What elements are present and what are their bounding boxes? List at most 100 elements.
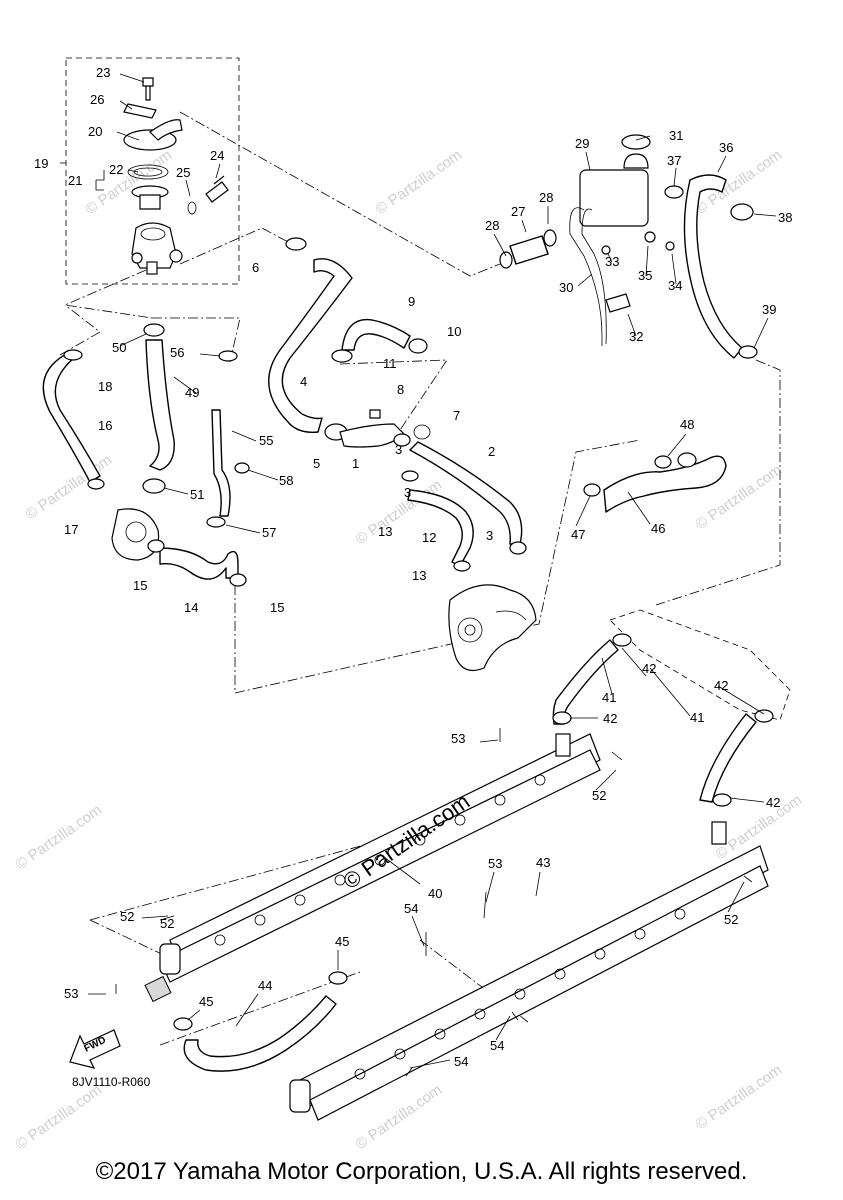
part-label: 52 xyxy=(120,909,134,924)
clamp-17 xyxy=(87,478,105,490)
fwd-arrow-icon xyxy=(69,1029,121,1069)
part-label: 2 xyxy=(488,444,495,459)
gasket-22 xyxy=(127,164,169,180)
part-label: 23 xyxy=(96,65,110,80)
clamp-58 xyxy=(234,462,250,474)
watermark-1: © Partzilla.com xyxy=(83,146,176,218)
hose-9 xyxy=(341,318,411,351)
part-label: 24 xyxy=(210,148,224,163)
radiator-neck-43 xyxy=(711,821,727,845)
part-label: 50 xyxy=(112,340,126,355)
watermark-9: © Partzilla.com xyxy=(13,1081,106,1153)
oring-25 xyxy=(187,201,197,215)
part-label: 53 xyxy=(64,986,78,1001)
upper-hoses xyxy=(42,237,537,671)
part-label: 11 xyxy=(383,356,397,371)
part-label: 34 xyxy=(668,278,682,293)
bolt-33 xyxy=(601,245,611,255)
clamp-39 xyxy=(738,345,758,359)
clamp-6 xyxy=(285,237,307,251)
part-labels: 1 2 3 3 3 4 5 6 7 8 9 10 11 12 13 13 14 … xyxy=(34,65,792,1069)
part-label: 12 xyxy=(422,530,436,545)
bolt-35 xyxy=(644,231,656,243)
radiator-43 xyxy=(299,845,769,1107)
hose-36 xyxy=(683,174,743,359)
hose-14 xyxy=(159,547,239,580)
fwd-arrow: FWD xyxy=(69,1029,121,1069)
clamp-3a xyxy=(393,433,411,447)
radiators xyxy=(115,609,791,1121)
part-label: 57 xyxy=(262,525,276,540)
clamp-57 xyxy=(206,516,226,528)
clamp-28a xyxy=(499,251,513,269)
part-label: 26 xyxy=(90,92,104,107)
part-label: 16 xyxy=(98,418,112,433)
part-label: 30 xyxy=(559,280,573,295)
part-label: 48 xyxy=(680,417,694,432)
part-label: 13 xyxy=(412,568,426,583)
watermark-11: © Partzilla.com xyxy=(693,1061,786,1133)
part-label: 10 xyxy=(447,324,461,339)
clamp-11 xyxy=(331,349,353,363)
part-label: 19 xyxy=(34,156,48,171)
part-label: 29 xyxy=(575,136,589,151)
part-label: 35 xyxy=(638,268,652,283)
copyright-notice: ©2017 Yamaha Motor Corporation, U.S.A. A… xyxy=(95,1158,748,1185)
part-label: 43 xyxy=(536,855,550,870)
part-label: 5 xyxy=(313,456,320,471)
hose-16 xyxy=(42,351,101,483)
part-label: 44 xyxy=(258,978,272,993)
part-label: 36 xyxy=(719,140,733,155)
part-label: 3 xyxy=(395,442,402,457)
part-label: 15 xyxy=(133,578,147,593)
clamp-15b xyxy=(229,573,247,587)
part-label: 25 xyxy=(176,165,190,180)
clamp-42b xyxy=(552,711,572,725)
clamp-45a xyxy=(173,1017,193,1031)
part-label: 39 xyxy=(762,302,776,317)
part-label: 54 xyxy=(490,1038,504,1053)
part-label: 40 xyxy=(428,886,442,901)
clamp-42a xyxy=(612,633,632,647)
part-label: 45 xyxy=(199,994,213,1009)
cap-31 xyxy=(621,134,651,150)
bracket-32 xyxy=(605,293,631,313)
part-label: 22 xyxy=(109,162,123,177)
clamp-48b xyxy=(677,452,697,468)
part-label: 49 xyxy=(185,385,199,400)
part-label: 42 xyxy=(714,678,728,693)
part-label: 32 xyxy=(629,329,643,344)
part-label: 15 xyxy=(270,600,284,615)
clamp-56 xyxy=(218,350,238,362)
part-label: 52 xyxy=(724,912,738,927)
sensor-24 xyxy=(205,175,229,203)
clamp-51 xyxy=(142,478,166,494)
part-label: 14 xyxy=(184,600,198,615)
clamp-15a xyxy=(147,539,165,553)
hose-12 xyxy=(407,489,474,567)
part-label: 28 xyxy=(485,218,499,233)
part-label: 31 xyxy=(669,128,683,143)
part-label: 53 xyxy=(488,856,502,871)
clip-26 xyxy=(123,103,157,119)
part-label: 56 xyxy=(170,345,184,360)
hose-49 xyxy=(145,339,175,471)
bolt-8 xyxy=(369,409,381,419)
clamp-50 xyxy=(143,323,165,337)
clamp-10 xyxy=(408,338,428,354)
coolant-tank-29 xyxy=(579,169,649,227)
part-label: 7 xyxy=(453,408,460,423)
part-label: 42 xyxy=(642,661,656,676)
part-label: 55 xyxy=(259,433,273,448)
part-label: 41 xyxy=(690,710,704,725)
hose-41b xyxy=(699,713,757,803)
clamp-38 xyxy=(730,203,754,221)
part-label: 46 xyxy=(651,521,665,536)
clamp-3b xyxy=(401,470,419,482)
bolt-23 xyxy=(142,77,154,101)
part-label: 4 xyxy=(300,374,307,389)
part-label: 13 xyxy=(378,524,392,539)
part-label: 51 xyxy=(190,487,204,502)
part-label: 52 xyxy=(592,788,606,803)
